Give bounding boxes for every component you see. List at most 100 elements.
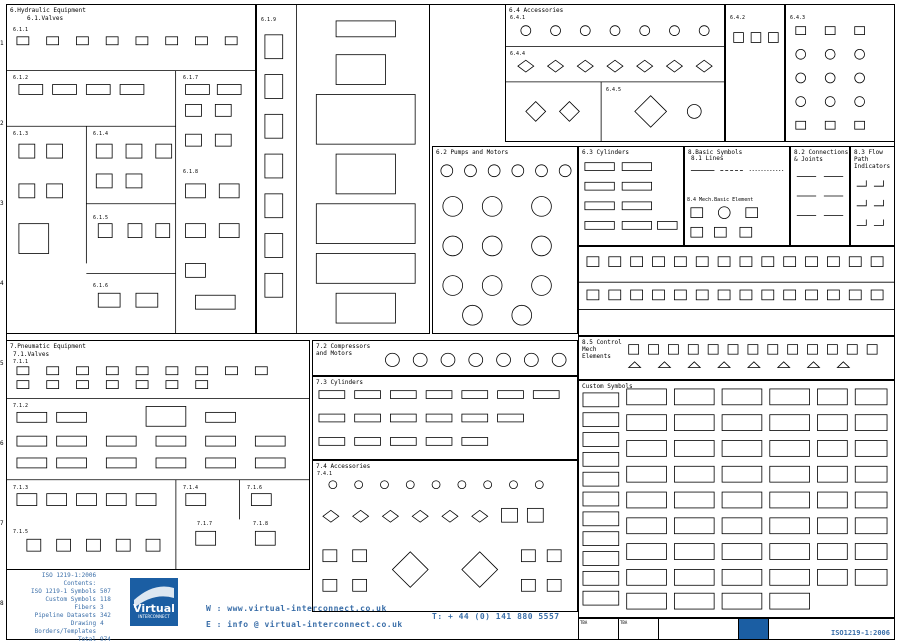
section-subtitle: 8.1 Lines — [691, 155, 724, 162]
group-label: 7.4.1 — [317, 471, 333, 477]
contents-heading: ISO 1219-1:2006 Contents: — [41, 572, 97, 587]
section-accessories-642: 6.4.2 — [725, 4, 785, 142]
group-label: 7.1.4 — [183, 485, 199, 491]
section-compressors: 7.2 Compressors and Motors — [312, 340, 578, 376]
edge-number: 2 — [0, 120, 4, 127]
section-title: 8.3 Flow Path Indicators — [854, 149, 891, 170]
section-title: 6.2 Pumps and Motors — [436, 149, 509, 156]
group-label: 6.4.5 — [606, 87, 622, 93]
section-title: 8.5 Control Mech Elements — [582, 339, 622, 360]
section-hydraulic-619: 6.1.9 — [256, 4, 430, 334]
section-cylinders-73: 7.3 Cylinders — [312, 376, 578, 460]
group-label: 6.4.1 — [510, 15, 526, 21]
group-label: 6.1.5 — [93, 215, 109, 221]
group-label: 6.1.6 — [93, 283, 109, 289]
flow-path-symbols — [856, 180, 884, 226]
group-label: 6.1.3 — [13, 131, 29, 137]
group-label: 7.1.1 — [13, 359, 29, 365]
group-label: 6.1.2 — [13, 75, 29, 81]
pump-symbols — [440, 164, 572, 326]
contents-list: ISO 1219-1:2006 Contents: ISO 1219-1 Sym… — [6, 572, 126, 643]
title-block-logo — [739, 619, 769, 639]
group-label: 6.1.8 — [183, 169, 199, 175]
group-label: 6.4.2 — [730, 15, 746, 21]
control-mech-symbols — [627, 344, 878, 368]
group-label: 6.1.4 — [93, 131, 109, 137]
group-label: 6.1.9 — [261, 17, 277, 23]
title-block-cell: TBA — [579, 619, 619, 639]
group-label: 7.1.7 — [197, 521, 213, 527]
group-label: 8.4 Mech.Basic Element — [687, 197, 754, 203]
group-label: 7.1.2 — [13, 403, 29, 409]
section-title: 6.4 Accessories — [509, 7, 564, 14]
group-label: 6.1.7 — [183, 75, 199, 81]
section-accessories-64: 6.4 Accessories 6.4.1 6.4.4 6.4.5 — [505, 4, 725, 142]
edge-number: 5 — [0, 360, 4, 367]
group-label: 6.4.4 — [510, 51, 526, 57]
section-title: 7.4 Accessories — [316, 463, 371, 470]
section-subtitle: 7.1.Valves — [13, 351, 50, 358]
section-title: 7.Pneumatic Equipment — [10, 343, 86, 350]
section-accessories-74: 7.4 Accessories 7.4.1 — [312, 460, 578, 612]
contact-email: E : info @ virtual-interconnect.co.uk — [206, 620, 403, 629]
accessory-symbols-74 — [322, 480, 562, 592]
compressor-symbols — [385, 352, 567, 367]
edge-number: 1 — [0, 40, 4, 47]
valve-symbols-619 — [264, 5, 416, 333]
group-label: 6.4.3 — [790, 15, 806, 21]
accessory-symbols-642 — [733, 32, 779, 43]
logo-text: Virtual — [133, 602, 175, 615]
valve-symbols — [7, 36, 255, 333]
title-block-notes — [659, 619, 739, 639]
basic-symbols-row2 — [579, 256, 894, 310]
section-pneumatic-valves: 7.Pneumatic Equipment 7.1.Valves 7.1.1 7… — [6, 340, 310, 570]
cylinder-symbols-73 — [318, 390, 560, 446]
section-control-mech: 8.5 Control Mech Elements — [578, 336, 895, 380]
custom-symbols — [582, 388, 888, 610]
title-block: TBA TBA ISO1219-1:2006 — [578, 618, 895, 640]
group-label: 7.1.5 — [13, 529, 29, 535]
section-title: 8.Basic Symbols — [688, 149, 743, 156]
section-cylinders-63: 6.3 Cylinders — [578, 146, 684, 246]
accessory-symbols-64 — [506, 25, 724, 141]
section-title: 7.3 Cylinders — [316, 379, 363, 386]
logo-subtext: INTERCONNECT — [138, 614, 170, 619]
cylinder-symbols-63 — [584, 162, 678, 230]
edge-number: 6 — [0, 440, 4, 447]
pneumatic-valve-symbols — [7, 366, 309, 569]
connection-symbols — [796, 176, 844, 216]
section-custom-symbols: Custom Symbols — [578, 380, 895, 618]
basic-symbols — [690, 170, 784, 238]
title-block-cell: TBA — [619, 619, 659, 639]
section-title: 8.2 Connections & Joints — [794, 149, 849, 163]
group-label: 7.1.6 — [247, 485, 263, 491]
contact-phone: T: + 44 (0) 141 880 5557 — [432, 612, 560, 621]
edge-number: 7 — [0, 520, 4, 527]
accessory-symbols-643 — [795, 26, 865, 130]
edge-number: 3 — [0, 200, 4, 207]
edge-number: 8 — [0, 600, 4, 607]
section-hydraulic-valves: 6.Hydraulic Equipment 6.1.Valves 6.1.1 6… — [6, 4, 256, 334]
section-title: 6.Hydraulic Equipment — [10, 7, 86, 14]
section-flow-path: 8.3 Flow Path Indicators — [850, 146, 895, 246]
virtual-interconnect-logo: Virtual INTERCONNECT — [130, 578, 178, 626]
logo-mark-icon — [130, 578, 178, 626]
standard-number: ISO1219-1:2006 — [830, 629, 890, 637]
section-title: 7.2 Compressors and Motors — [316, 343, 371, 357]
group-label: 7.1.8 — [253, 521, 269, 527]
section-basic-symbols: 8.Basic Symbols 8.1 Lines 8.4 Mech.Basic… — [684, 146, 790, 246]
section-accessories-643: 6.4.3 — [785, 4, 895, 142]
group-label: 7.1.3 — [13, 485, 29, 491]
section-pumps-motors: 6.2 Pumps and Motors — [432, 146, 578, 334]
section-title: Custom Symbols — [582, 383, 633, 390]
contact-web: W : www.virtual-interconnect.co.uk — [206, 604, 387, 613]
section-title: 6.3 Cylinders — [582, 149, 629, 156]
edge-number: 4 — [0, 280, 4, 287]
section-basic-symbols-row2 — [578, 246, 895, 336]
